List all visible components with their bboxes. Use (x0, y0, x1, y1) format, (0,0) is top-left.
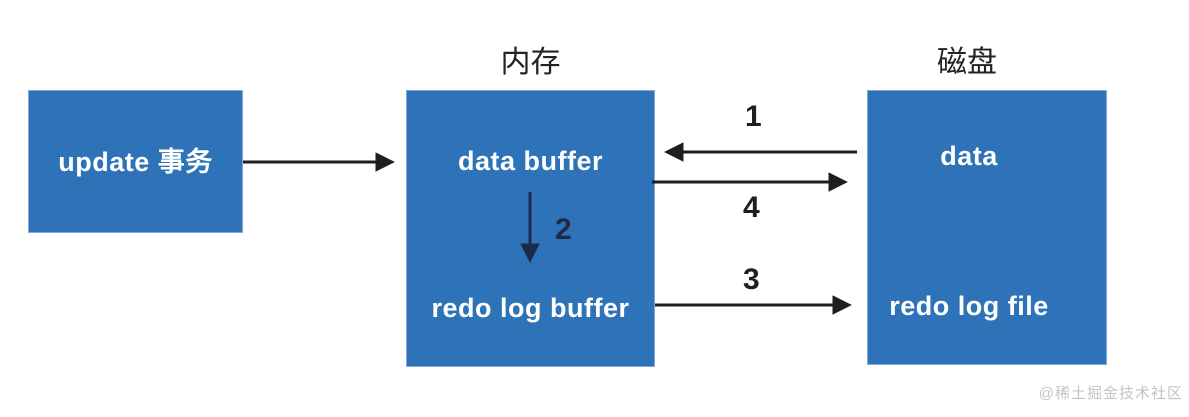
step4-label: 4 (743, 191, 760, 224)
step1-label: 1 (745, 100, 762, 133)
data-buffer-label: data buffer (457, 146, 603, 176)
redo-log-file-label: redo log file (889, 291, 1049, 321)
disk-data-label: data (940, 141, 998, 171)
step3-label: 3 (743, 263, 760, 296)
memory-box: data buffer redo log buffer (406, 90, 655, 367)
update-transaction-label: update 事务 (58, 146, 213, 177)
watermark: @稀土掘金技术社区 (1038, 385, 1183, 402)
memory-section-title: 内存 (500, 46, 561, 79)
redo-log-buffer-label: redo log buffer (431, 293, 630, 323)
disk-box: data redo log file (867, 90, 1107, 365)
disk-section-title: 磁盘 (937, 46, 997, 79)
step2-label: 2 (555, 213, 572, 246)
update-transaction-box: update 事务 (28, 90, 243, 233)
